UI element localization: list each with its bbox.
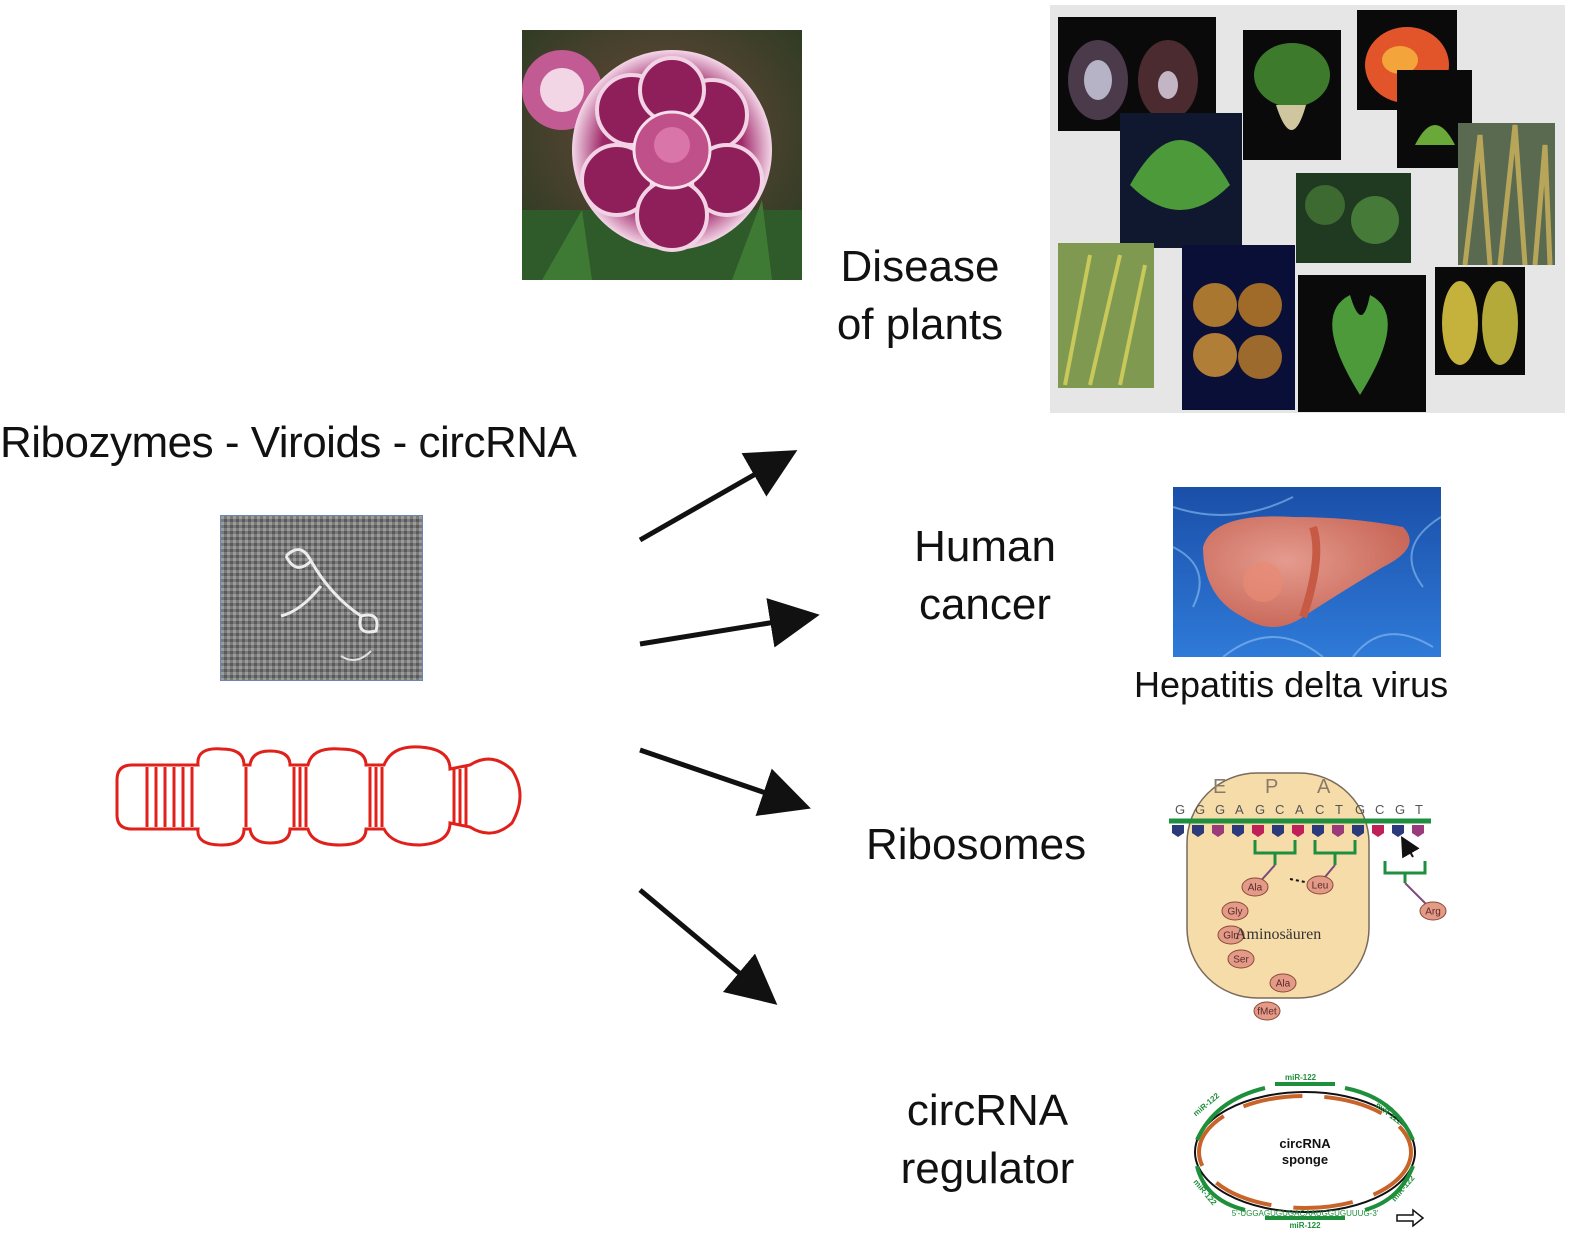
amino-acid-bead	[1419, 901, 1447, 921]
amino-acid-bead	[1253, 1001, 1281, 1021]
amino-acid-label: Leu	[1312, 881, 1329, 892]
nucleotide-label: C	[1315, 802, 1324, 817]
amino-acid-bead	[1227, 949, 1255, 969]
amino-acid-bead	[1217, 925, 1245, 945]
codon-mark	[1192, 825, 1204, 837]
codon-mark	[1292, 825, 1304, 837]
codon-mark	[1232, 825, 1244, 837]
arrow-to-cancer	[639, 598, 820, 648]
amino-acid-label: Ser	[1233, 955, 1249, 966]
amino-acid-label: fMet	[1257, 1007, 1277, 1018]
codon-mark	[1352, 825, 1364, 837]
codon-mark	[1412, 825, 1424, 837]
arrow-to-plants	[638, 450, 798, 543]
plant-disease-collage	[1050, 5, 1565, 413]
amino-acid-label: Arg	[1425, 907, 1441, 918]
disease-of-plants-label: Disease of plants	[836, 242, 1004, 349]
carnation-photo	[522, 30, 802, 280]
amino-acid-bead	[1221, 901, 1249, 921]
hepatitis-delta-caption: Hepatitis delta virus	[1134, 664, 1449, 705]
arrow-to-circrna	[638, 888, 778, 1005]
amino-acid-bead	[1269, 973, 1297, 993]
site-e-label: E	[1213, 776, 1226, 798]
viroid-structure-diagram	[112, 745, 532, 850]
codon-mark	[1212, 825, 1224, 837]
site-a-label: A	[1317, 776, 1331, 798]
circrna-regulator-label: circRNA regulator	[900, 1086, 1075, 1193]
nucleotide-label: A	[1235, 802, 1244, 817]
nucleotide-label: C	[1275, 802, 1284, 817]
codon-mark	[1172, 825, 1184, 837]
nucleotide-label: T	[1335, 802, 1343, 817]
amino-acid-label: Gly	[1228, 907, 1243, 918]
nucleotide-label: C	[1375, 802, 1384, 817]
amino-acid-bead	[1241, 877, 1269, 897]
nucleotide-label: G	[1195, 802, 1205, 817]
amino-acid-label: Gln	[1223, 931, 1239, 942]
nucleotide-label: G	[1175, 802, 1185, 817]
circrna-sponge-diagram: miR-122 miR-122 miR-122 miR-122 miR-122 …	[1185, 1070, 1440, 1235]
nucleotide-label: T	[1415, 802, 1423, 817]
ribosomes-label: Ribosomes	[866, 820, 1087, 869]
amino-acids-label: Aminosäuren	[1235, 926, 1321, 943]
svg-text:miR-122: miR-122	[1285, 1073, 1317, 1082]
nucleotide-label: G	[1395, 802, 1405, 817]
codon-mark	[1252, 825, 1264, 837]
codon-mark	[1272, 825, 1284, 837]
codon-mark	[1392, 825, 1404, 837]
site-p-label: P	[1265, 776, 1278, 798]
human-cancer-label: Human cancer	[914, 522, 1056, 629]
amino-acid-label: Ala	[1248, 883, 1263, 894]
codon-mark	[1372, 825, 1384, 837]
svg-text:miR-122: miR-122	[1289, 1221, 1321, 1230]
viroid-micrograph	[220, 515, 423, 681]
nucleotide-label: G	[1355, 802, 1365, 817]
nucleotide-label: A	[1295, 802, 1304, 817]
arrows	[630, 440, 830, 1010]
nucleotide-label: G	[1255, 802, 1265, 817]
nucleotide-label: G	[1215, 802, 1225, 817]
svg-text:sponge: sponge	[1282, 1152, 1328, 1167]
amino-acid-label: Ala	[1276, 979, 1291, 990]
svg-text:5'-UGGAGUGUGACAAUGGUGUUUG-3': 5'-UGGAGUGUGACAAUGGUGUUUG-3'	[1232, 1209, 1379, 1218]
arrow-to-ribosomes	[639, 747, 811, 816]
codon-mark	[1312, 825, 1324, 837]
svg-text:circRNA: circRNA	[1279, 1136, 1331, 1151]
liver-image	[1172, 487, 1442, 658]
codon-mark	[1332, 825, 1344, 837]
amino-acid-bead	[1306, 875, 1334, 895]
page-title: Ribozymes - Viroids - circRNA	[0, 418, 577, 467]
